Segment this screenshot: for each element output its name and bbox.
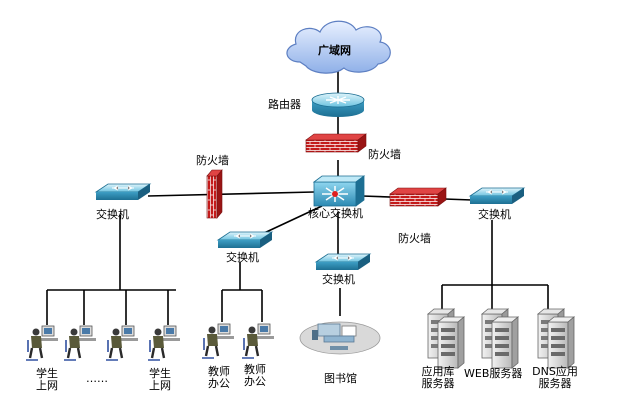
switch-mid-icon <box>216 231 274 248</box>
router-icon <box>311 92 365 117</box>
switch-right-label: 交换机 <box>478 208 511 221</box>
core-switch-icon <box>312 175 366 207</box>
library-icon <box>299 321 381 355</box>
switch-mid-label: 交换机 <box>226 251 259 264</box>
switch-left-icon <box>94 183 152 200</box>
firewall-right-label: 防火墙 <box>398 232 431 245</box>
switch-library-label: 交换机 <box>322 273 355 286</box>
teacher-workstation-1-icon <box>202 323 234 359</box>
switch-left-label: 交换机 <box>96 208 129 221</box>
wan-label: 广域网 <box>318 44 351 57</box>
ellipsis-label: …… <box>86 372 108 385</box>
core-switch-label: 核心交换机 <box>308 207 363 220</box>
switch-right-icon <box>468 187 526 204</box>
wan-cloud-icon <box>286 20 391 74</box>
firewall-right-icon <box>389 187 447 207</box>
workstations <box>26 323 274 361</box>
teacher-workstation-2-icon <box>242 323 274 359</box>
student-workstation-3-icon <box>106 325 138 361</box>
teacher-office-label-1: 教师办公 <box>208 365 230 390</box>
servers <box>426 308 576 369</box>
app-server-icon <box>426 308 466 369</box>
student-workstation-1-icon <box>26 325 58 361</box>
library-label: 图书馆 <box>324 372 357 385</box>
dns-server-icon <box>536 308 576 369</box>
student-workstation-2-icon <box>64 325 96 361</box>
firewall-top-icon <box>305 133 367 153</box>
dns-server-label: DNS应用服务器 <box>532 365 578 390</box>
switch-library-icon <box>314 253 372 270</box>
app-server-label: 应用库服务器 <box>421 365 455 390</box>
web-server-icon <box>480 308 520 369</box>
firewall-left-icon <box>206 169 223 219</box>
web-server-label: WEB服务器 <box>464 367 523 380</box>
router-label: 路由器 <box>268 98 301 111</box>
student-online-label-2: 学生上网 <box>149 367 171 392</box>
firewall-top-label: 防火墙 <box>368 148 401 161</box>
student-workstation-4-icon <box>148 325 180 361</box>
teacher-office-label-2: 教师办公 <box>244 363 266 388</box>
student-online-label-1: 学生上网 <box>36 367 58 392</box>
firewall-left-label: 防火墙 <box>196 154 229 167</box>
